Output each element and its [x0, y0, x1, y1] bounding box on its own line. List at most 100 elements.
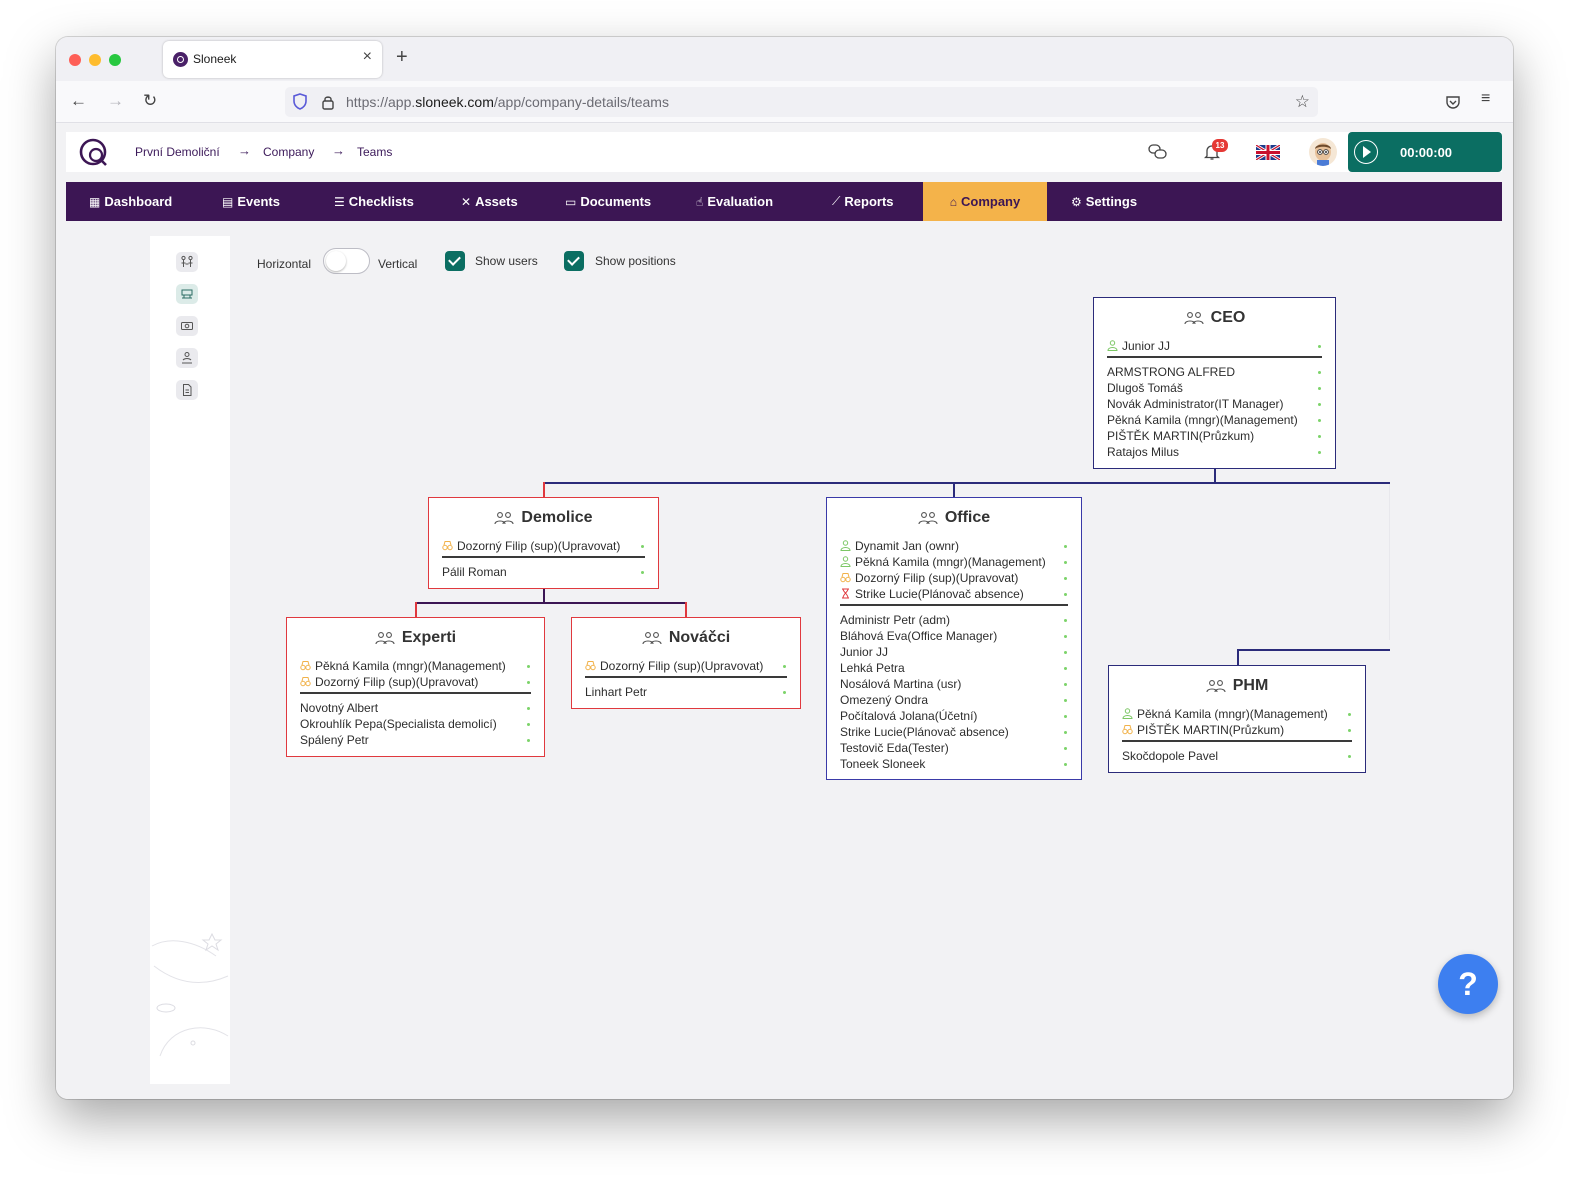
team-member[interactable]: Okrouhlík Pepa(Specialista demolicí) — [287, 716, 544, 732]
team-member[interactable]: Junior JJ — [827, 644, 1081, 660]
side-tool-documents[interactable] — [176, 380, 198, 400]
close-window-button[interactable] — [69, 54, 81, 66]
team-node-phm[interactable]: PHM Pěkná Kamila (mngr)(Management) PIŠT… — [1108, 665, 1366, 773]
side-tool-benefits[interactable] — [176, 348, 198, 368]
breadcrumb-company[interactable]: Company — [263, 145, 315, 159]
menu-item-settings[interactable]: ⚙Settings — [1071, 194, 1138, 209]
tab-strip: Sloneek × + — [56, 37, 1513, 81]
team-member[interactable]: Dlugoš Tomáš — [1094, 380, 1335, 396]
lock-icon — [322, 96, 334, 110]
team-member[interactable]: Pěkná Kamila (mngr)(Management) — [827, 554, 1081, 570]
address-bar[interactable]: https://app.sloneek.com/app/company-deta… — [285, 87, 1318, 117]
side-tool-org-structure[interactable] — [176, 252, 198, 272]
team-member[interactable]: Administr Petr (adm) — [827, 612, 1081, 628]
meeting-table-icon — [181, 289, 193, 299]
team-member[interactable]: Ratajos Milus — [1094, 444, 1335, 460]
play-icon[interactable] — [1354, 140, 1378, 164]
back-icon[interactable]: ← — [70, 91, 87, 110]
team-member[interactable]: ARMSTRONG ALFRED — [1094, 364, 1335, 380]
url-text[interactable]: https://app.sloneek.com/app/company-deta… — [346, 94, 669, 110]
reload-icon[interactable]: ↻ — [143, 91, 158, 110]
team-member[interactable]: Junior JJ — [1094, 338, 1335, 354]
team-member[interactable]: Dozorný Filip (sup)(Upravovat) — [572, 658, 800, 674]
minimize-window-button[interactable] — [89, 54, 101, 66]
team-member[interactable]: Strike Lucie(Plánovač absence) — [827, 724, 1081, 740]
menu-item-dashboard[interactable]: ▦Dashboard — [89, 194, 173, 209]
team-member[interactable]: Pálil Roman — [429, 564, 658, 580]
team-node-demolice[interactable]: Demolice Dozorný Filip (sup)(Upravovat) … — [428, 497, 659, 589]
money-icon — [181, 322, 193, 330]
connector-line — [543, 589, 545, 603]
show-users-label[interactable]: Show users — [475, 254, 538, 268]
menu-hamburger-icon[interactable]: ≡ — [1481, 90, 1491, 107]
tab-title: Sloneek — [193, 52, 237, 66]
sloneek-favicon-icon — [173, 52, 188, 67]
team-member[interactable]: PIŠTĚK MARTIN(Průzkum) — [1109, 722, 1365, 738]
team-node-office[interactable]: Office Dynamit Jan (ownr) Pěkná Kamila (… — [826, 497, 1082, 780]
planner-icon — [842, 588, 849, 599]
node-divider — [585, 676, 787, 678]
chat-icon[interactable] — [1148, 144, 1167, 160]
sloneek-logo-icon[interactable] — [78, 136, 110, 168]
help-button[interactable]: ? — [1438, 954, 1498, 1014]
team-member[interactable]: Pěkná Kamila (mngr)(Management) — [287, 658, 544, 674]
time-tracker[interactable]: 00:00:00 — [1348, 132, 1502, 172]
menu-item-evaluation[interactable]: ☝Evaluation — [696, 194, 774, 209]
team-node-experti[interactable]: Experti Pěkná Kamila (mngr)(Management) … — [286, 617, 545, 757]
node-divider — [1122, 740, 1352, 742]
user-avatar[interactable] — [1309, 138, 1337, 166]
menu-item-events[interactable]: ▤Events — [222, 194, 280, 209]
team-member[interactable]: Novák Administrator(IT Manager) — [1094, 396, 1335, 412]
team-node-novacci[interactable]: Nováčci Dozorný Filip (sup)(Upravovat) L… — [571, 617, 801, 709]
side-tool-finance[interactable] — [176, 316, 198, 336]
team-member[interactable]: Dozorný Filip (sup)(Upravovat) — [287, 674, 544, 690]
menu-item-reports[interactable]: ⟋Reports — [832, 194, 894, 209]
timer-display: 00:00:00 — [1400, 145, 1453, 160]
orientation-toggle[interactable] — [323, 248, 370, 274]
team-member[interactable]: Spálený Petr — [287, 732, 544, 748]
team-member[interactable]: Skočdopole Pavel — [1109, 748, 1365, 764]
team-member[interactable]: Omezený Ondra — [827, 692, 1081, 708]
team-icon — [918, 512, 938, 525]
team-member[interactable]: Strike Lucie(Plánovač absence) — [827, 586, 1081, 602]
team-member[interactable]: Toneek Sloneek — [827, 756, 1081, 772]
team-member[interactable]: Počítalová Jolana(Účetní) — [827, 708, 1081, 724]
team-name: CEO — [1210, 309, 1246, 326]
team-member[interactable]: Lehká Petra — [827, 660, 1081, 676]
team-member[interactable]: Testovič Eda(Tester) — [827, 740, 1081, 756]
team-member[interactable]: Bláhová Eva(Office Manager) — [827, 628, 1081, 644]
bookmark-star-icon[interactable]: ☆ — [1294, 92, 1310, 111]
browser-tab[interactable]: Sloneek × — [163, 41, 382, 78]
team-node-ceo[interactable]: CEO Junior JJ ARMSTRONG ALFRED Dlugoš To… — [1093, 297, 1336, 469]
show-users-checkbox[interactable] — [445, 251, 465, 271]
tab-close-icon[interactable]: × — [362, 48, 372, 65]
team-member[interactable]: Dozorný Filip (sup)(Upravovat) — [429, 538, 658, 554]
side-tool-teams[interactable] — [176, 284, 198, 304]
breadcrumb-company-name[interactable]: První Demoliční — [135, 145, 220, 159]
connector-line — [953, 482, 955, 497]
team-member[interactable]: Nosálová Martina (usr) — [827, 676, 1081, 692]
team-member[interactable]: Pěkná Kamila (mngr)(Management) — [1094, 412, 1335, 428]
new-tab-button[interactable]: + — [396, 46, 408, 68]
connector-line — [685, 602, 687, 617]
menu-item-checklists[interactable]: ☰Checklists — [334, 194, 414, 209]
show-positions-label[interactable]: Show positions — [595, 254, 676, 268]
breadcrumb-arrow-icon: → — [332, 143, 345, 158]
uk-flag-icon[interactable] — [1256, 145, 1280, 160]
connector-line — [415, 602, 687, 604]
team-member[interactable]: Linhart Petr — [572, 684, 800, 700]
menu-item-company[interactable]: ⌂Company — [923, 182, 1047, 221]
team-member[interactable]: Dozorný Filip (sup)(Upravovat) — [827, 570, 1081, 586]
team-member[interactable]: Pěkná Kamila (mngr)(Management) — [1109, 706, 1365, 722]
breadcrumb-teams[interactable]: Teams — [357, 145, 393, 159]
menu-item-assets[interactable]: ✕Assets — [461, 194, 518, 209]
team-member[interactable]: Novotný Albert — [287, 700, 544, 716]
team-member[interactable]: PIŠTĚK MARTIN(Průzkum) — [1094, 428, 1335, 444]
team-member[interactable]: Dynamit Jan (ownr) — [827, 538, 1081, 554]
pocket-icon[interactable] — [1445, 94, 1461, 110]
menu-item-documents[interactable]: ▭Documents — [565, 194, 652, 209]
forward-icon[interactable]: → — [107, 91, 124, 110]
zoom-window-button[interactable] — [109, 54, 121, 66]
show-positions-checkbox[interactable] — [564, 251, 584, 271]
checklist-icon: ☰ — [334, 194, 345, 209]
